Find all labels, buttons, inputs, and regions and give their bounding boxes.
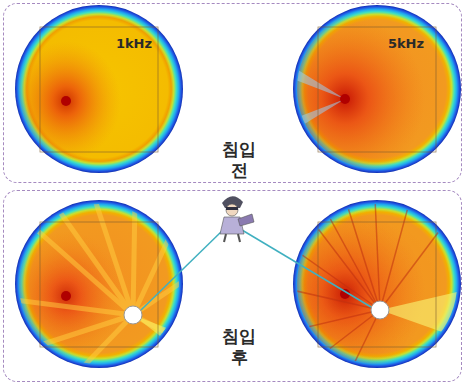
frequency-label: 1kHz <box>116 36 152 52</box>
frequency-label: 5kHz <box>388 36 424 52</box>
scenario-label: 침입 후 <box>216 326 262 368</box>
field-circle: 5kHz <box>294 6 462 174</box>
scenario-label: 침입 전 <box>216 139 262 181</box>
intruder-icon <box>220 196 254 242</box>
scenario-panel: 침입 전 1kHz 5kHz <box>3 3 462 183</box>
scenario-panel: 침입 후 <box>3 190 462 382</box>
field-circle: 1kHz <box>16 6 184 174</box>
